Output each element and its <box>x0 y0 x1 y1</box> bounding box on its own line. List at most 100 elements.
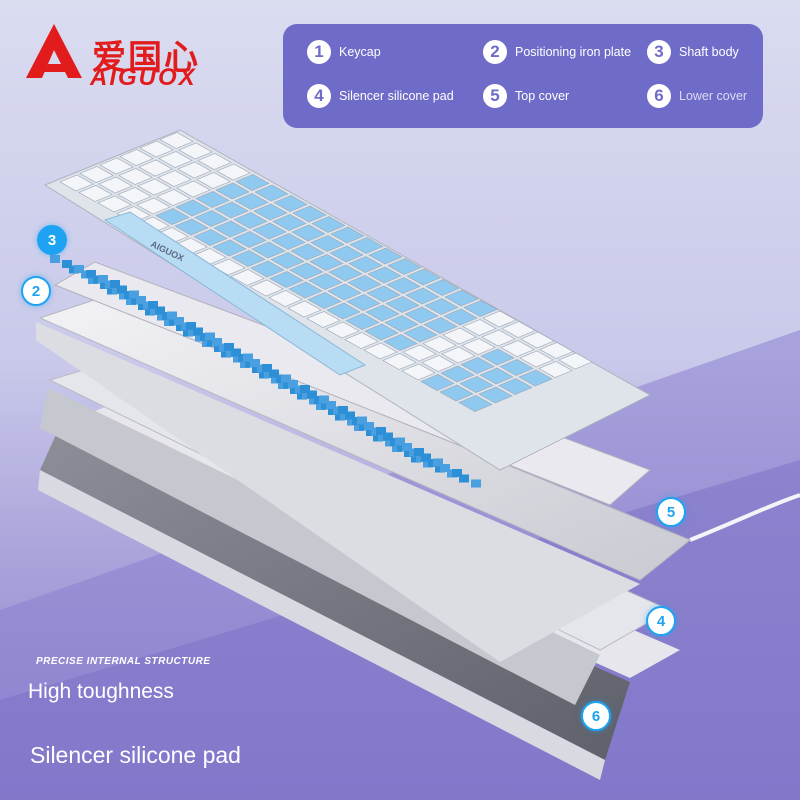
switch <box>62 260 72 268</box>
legend-number: 2 <box>483 40 507 64</box>
switch <box>155 306 165 315</box>
keycap <box>230 269 265 286</box>
keycap <box>157 170 192 187</box>
keycap <box>403 325 438 343</box>
keycap <box>425 279 460 296</box>
switch <box>269 369 279 378</box>
brand-name: 爱国心 <box>92 38 200 78</box>
legend-item-lower-cover: 6 Lower cover <box>647 84 747 108</box>
keycap <box>462 319 497 336</box>
callout-lower-cover: 6 <box>581 701 611 731</box>
keycap <box>308 273 343 290</box>
keycap <box>459 376 494 393</box>
keycap <box>519 350 554 368</box>
keycap <box>406 268 441 286</box>
switch <box>98 275 108 283</box>
switch <box>421 453 431 462</box>
brand-logo: 爱国心 AIGUOX <box>20 20 220 91</box>
keycap <box>383 334 418 351</box>
keycap <box>405 287 440 305</box>
keycap <box>363 342 398 360</box>
keycap <box>289 262 324 280</box>
keycap <box>325 321 360 339</box>
keycap <box>387 258 422 275</box>
keycap <box>368 247 403 265</box>
keycap <box>78 185 113 202</box>
switch <box>262 364 272 372</box>
switch <box>136 296 146 304</box>
keycap <box>197 153 232 170</box>
keycap <box>177 161 212 179</box>
keycap <box>119 149 154 166</box>
keycap <box>499 359 534 376</box>
keycap <box>328 264 363 282</box>
keycap <box>366 285 401 303</box>
keycap <box>478 386 513 404</box>
keycap <box>174 218 209 236</box>
brand-sub: AIGUOX <box>90 64 197 91</box>
callout-top-cover: 5 <box>656 497 686 527</box>
keycap <box>97 195 132 213</box>
switch <box>357 416 367 425</box>
legend-item-shaft: 3 Shaft body <box>647 40 739 64</box>
keycap <box>404 306 439 324</box>
keycap <box>79 166 114 183</box>
keycap <box>441 346 476 364</box>
keycap <box>458 395 493 412</box>
keycap <box>384 315 419 332</box>
keycap <box>538 361 573 378</box>
keycap <box>213 220 248 238</box>
keycap <box>346 294 381 311</box>
legend-label: Positioning iron plate <box>515 45 632 59</box>
switch <box>319 395 329 404</box>
keycap <box>309 254 344 271</box>
switch <box>117 285 127 294</box>
keycap <box>195 191 230 208</box>
keycap <box>382 353 417 370</box>
legend-label: Shaft body <box>679 45 739 59</box>
keycap <box>215 182 250 200</box>
keycap <box>420 374 455 391</box>
keycap <box>348 256 383 273</box>
keycap <box>136 197 171 215</box>
keycap <box>269 271 304 288</box>
switch <box>110 280 120 288</box>
keycap <box>254 184 289 202</box>
keycap <box>424 298 459 315</box>
keycap <box>139 140 174 158</box>
callout-silencer-pad: 4 <box>646 606 676 636</box>
legend-panel: 1 Keycap 2 Positioning iron plate 3 Shaf… <box>283 24 763 128</box>
keycap <box>480 348 515 366</box>
keycap <box>463 300 498 317</box>
legend-number: 1 <box>307 40 331 64</box>
keycap <box>117 187 152 204</box>
keycap <box>558 352 593 370</box>
caption-silencer: Silencer silicone pad <box>30 742 241 768</box>
keycap <box>268 290 303 307</box>
switch <box>433 458 443 467</box>
keycap <box>482 310 517 328</box>
keycap <box>345 313 380 330</box>
keycap <box>330 226 365 244</box>
switch <box>148 301 158 309</box>
switch <box>402 443 412 451</box>
legend-item-keycap: 1 Keycap <box>307 40 381 64</box>
switch <box>452 469 462 477</box>
keycap <box>272 214 307 231</box>
keycap <box>440 365 475 383</box>
switch-rows <box>50 255 481 488</box>
keycap <box>252 222 287 240</box>
keycap <box>231 250 266 267</box>
keycap <box>118 168 153 185</box>
keycap <box>291 224 326 242</box>
keycap-block: AIGUOX <box>43 129 652 471</box>
keycap <box>178 142 213 160</box>
switch <box>414 448 424 456</box>
keycap <box>232 231 267 248</box>
keycap <box>498 378 533 395</box>
keycap <box>176 180 211 198</box>
keycap <box>539 342 574 359</box>
keycap <box>365 304 400 322</box>
switch <box>395 437 405 446</box>
